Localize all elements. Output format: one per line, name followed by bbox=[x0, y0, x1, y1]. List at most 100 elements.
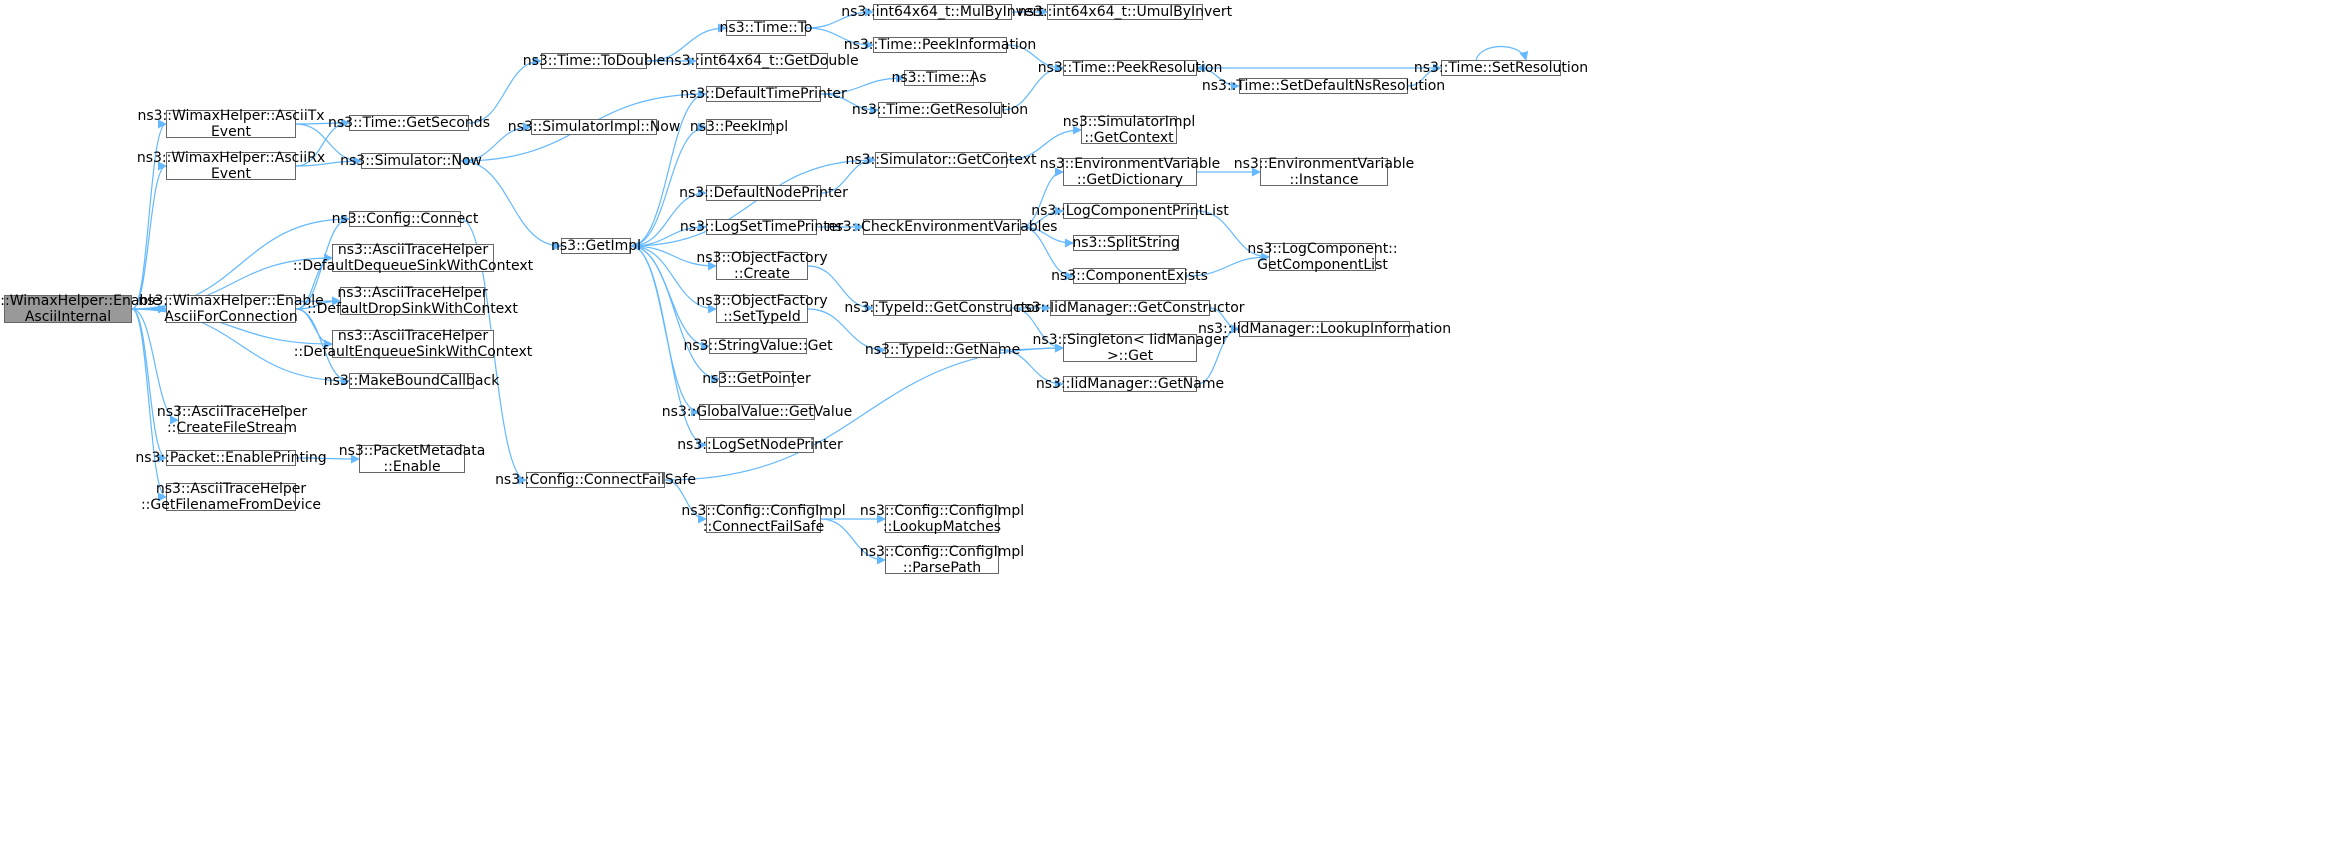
node-getPointer[interactable]: ns3::GetPointer bbox=[702, 371, 811, 387]
node-tidGetName[interactable]: ns3::TypeId::GetName bbox=[865, 342, 1020, 358]
node-getImpl[interactable]: ns3::GetImpl bbox=[551, 238, 641, 254]
edge-simGetContext-to-implGetContext bbox=[1006, 125, 1082, 161]
node-label: ns3::AsciiTraceHelper ::GetFilenameFromD… bbox=[140, 481, 322, 513]
node-label: ns3::LogComponentPrintList bbox=[1031, 203, 1229, 219]
node-logCompList[interactable]: ns3::LogComponent:: GetComponentList bbox=[1247, 241, 1397, 273]
node-compExists[interactable]: ns3::ComponentExists bbox=[1051, 268, 1208, 284]
node-label: ns3::Packet::EnablePrinting bbox=[135, 450, 327, 466]
node-asciiRx[interactable]: ns3::WimaxHelper::AsciiRx Event bbox=[137, 150, 325, 182]
node-singletonGet[interactable]: ns3::Singleton< IidManager >::Get bbox=[1033, 332, 1228, 364]
node-getResolution[interactable]: ns3::Time::GetResolution bbox=[852, 102, 1028, 118]
node-pmEnable[interactable]: ns3::PacketMetadata ::Enable bbox=[339, 443, 486, 475]
node-logSetNode[interactable]: ns3::LogSetNodePrinter bbox=[677, 437, 843, 453]
node-iidGetCtor[interactable]: ns3::IidManager::GetConstructor bbox=[1015, 300, 1245, 316]
node-setDefaultNs[interactable]: ns3::Time::SetDefaultNsResolution bbox=[1202, 78, 1445, 94]
node-enqueue[interactable]: ns3::AsciiTraceHelper ::DefaultEnqueueSi… bbox=[294, 328, 533, 360]
node-peekImpl[interactable]: ns3::PeekImpl bbox=[690, 119, 788, 135]
node-checkEnv[interactable]: ns3::CheckEnvironmentVariables bbox=[827, 219, 1057, 235]
node-label: ns3::SplitString bbox=[1072, 235, 1180, 251]
node-asciiTx[interactable]: ns3::WimaxHelper::AsciiTx Event bbox=[137, 108, 324, 140]
edge-asciiRx-to-simNow bbox=[295, 156, 362, 167]
node-cfgConnect[interactable]: ns3::Config::Connect bbox=[332, 211, 478, 227]
node-setResolution[interactable]: ns3::Time::SetResolution bbox=[1414, 60, 1588, 76]
node-label: ns3::Time::PeekInformation bbox=[843, 37, 1037, 53]
node-implGetContext[interactable]: ns3::SimulatorImpl ::GetContext bbox=[1063, 114, 1196, 146]
edge-getImpl-to-logSetNode bbox=[630, 245, 707, 450]
node-connectFailSafe[interactable]: ns3::Config::ConnectFailSafe bbox=[495, 472, 696, 488]
node-label: ns3::LogSetNodePrinter bbox=[677, 437, 843, 453]
edge-defTimePrinter-to-getResolution bbox=[820, 93, 879, 115]
node-label: ns3::LogComponent:: GetComponentList bbox=[1247, 241, 1398, 273]
node-label: ns3::EnvironmentVariable ::Instance bbox=[1233, 156, 1415, 188]
node-label: ns3::GetImpl bbox=[551, 238, 642, 254]
node-envGetDict[interactable]: ns3::EnvironmentVariable ::GetDictionary bbox=[1040, 156, 1221, 188]
edge-timeTo-to-mulByInvert bbox=[805, 7, 874, 29]
node-timeTo[interactable]: ns3::Time::To bbox=[720, 20, 812, 36]
edge-tidGetName-to-singletonGet bbox=[999, 343, 1064, 353]
edge-getImpl-to-ofCreate bbox=[630, 245, 717, 271]
edge-root-to-asciiRx bbox=[131, 161, 167, 310]
node-ofSetType[interactable]: ns3::ObjectFactory ::SetTypeId bbox=[696, 293, 827, 325]
node-label: ns3::Config::ConfigImpl ::ConnectFailSaf… bbox=[681, 503, 846, 535]
node-enableAscii[interactable]: ns3::WimaxHelper::Enable AsciiForConnect… bbox=[138, 293, 324, 325]
node-peekResolution[interactable]: ns3::Time::PeekResolution bbox=[1038, 60, 1222, 76]
node-defTimePrinter[interactable]: ns3::DefaultTimePrinter bbox=[680, 86, 847, 102]
node-drop[interactable]: ns3::AsciiTraceHelper ::DefaultDropSinkW… bbox=[307, 285, 518, 317]
node-makeBound[interactable]: ns3::MakeBoundCallback bbox=[324, 373, 499, 389]
edge-setResolution-to-setResolution bbox=[1475, 46, 1529, 61]
node-label: ns3::PeekImpl bbox=[689, 119, 789, 135]
node-label: ns3::WimaxHelper::Enable AsciiInternal bbox=[0, 293, 161, 325]
edge-simNow-to-getImpl bbox=[460, 160, 562, 251]
edge-getResolution-to-peekResolution bbox=[1001, 63, 1064, 111]
node-getDouble[interactable]: ns3::int64x64_t::GetDouble bbox=[665, 53, 859, 69]
node-toDouble[interactable]: ns3::Time::ToDouble bbox=[523, 53, 665, 69]
edge-checkEnv-to-splitString bbox=[1020, 226, 1074, 248]
node-ciConnectFS[interactable]: ns3::Config::ConfigImpl ::ConnectFailSaf… bbox=[681, 503, 845, 535]
node-label: ns3::StringValue::Get bbox=[683, 338, 833, 354]
node-label: ns3::IidManager::GetConstructor bbox=[1015, 300, 1245, 316]
node-defNodePrinter[interactable]: ns3::DefaultNodePrinter bbox=[679, 185, 848, 201]
node-simNow[interactable]: ns3::Simulator::Now bbox=[340, 153, 482, 169]
node-label: ns3::Time::GetSeconds bbox=[328, 115, 490, 131]
node-peekInfo[interactable]: ns3::Time::PeekInformation bbox=[844, 37, 1036, 53]
node-label: ns3::ComponentExists bbox=[1051, 268, 1208, 284]
node-simGetContext[interactable]: ns3::Simulator::GetContext bbox=[845, 152, 1037, 168]
node-lookupMatches[interactable]: ns3::Config::ConfigImpl ::LookupMatches bbox=[860, 503, 1024, 535]
node-enablePrinting[interactable]: ns3::Packet::EnablePrinting bbox=[135, 450, 327, 466]
node-timeAs[interactable]: ns3::Time::As bbox=[891, 70, 987, 86]
node-label: ns3::SimulatorImpl ::GetContext bbox=[1062, 114, 1196, 146]
node-ofCreate[interactable]: ns3::ObjectFactory ::Create bbox=[696, 250, 827, 282]
node-iidLookup[interactable]: ns3::IidManager::LookupInformation bbox=[1198, 321, 1451, 337]
edge-timeTo-to-peekInfo bbox=[805, 27, 874, 50]
node-createFile[interactable]: ns3::AsciiTraceHelper ::CreateFileStream bbox=[157, 404, 307, 436]
node-label: ns3::Time::SetDefaultNsResolution bbox=[1201, 78, 1446, 94]
node-iidGetName[interactable]: ns3::IidManager::GetName bbox=[1036, 376, 1224, 392]
node-umulByInvert[interactable]: ns3::int64x64_t::UmulByInvert bbox=[1018, 4, 1232, 20]
node-getFilename[interactable]: ns3::AsciiTraceHelper ::GetFilenameFromD… bbox=[141, 481, 321, 513]
node-root[interactable]: ns3::WimaxHelper::Enable AsciiInternal bbox=[0, 293, 161, 325]
edge-compExists-to-logCompList bbox=[1185, 252, 1270, 277]
node-parsePath[interactable]: ns3::Config::ConfigImpl ::ParsePath bbox=[860, 544, 1024, 576]
node-implNow[interactable]: ns3::SimulatorImpl::Now bbox=[508, 119, 680, 135]
edge-defNodePrinter-to-simGetContext bbox=[820, 155, 876, 194]
node-label: ns3::WimaxHelper::AsciiRx Event bbox=[136, 150, 326, 182]
node-envInstance[interactable]: ns3::EnvironmentVariable ::Instance bbox=[1234, 156, 1415, 188]
node-label: ns3::EnvironmentVariable ::GetDictionary bbox=[1039, 156, 1221, 188]
edge-getSeconds-to-toDouble bbox=[468, 56, 542, 124]
node-logSetTime[interactable]: ns3::LogSetTimePrinter bbox=[680, 219, 843, 235]
node-tidGetCtor[interactable]: ns3::TypeId::GetConstructor bbox=[844, 300, 1041, 316]
edge-asciiRx-to-getSeconds bbox=[295, 118, 350, 167]
node-label: ns3::Time::As bbox=[891, 70, 987, 86]
node-label: ns3::AsciiTraceHelper ::DefaultEnqueueSi… bbox=[293, 328, 533, 360]
node-splitString[interactable]: ns3::SplitString bbox=[1072, 235, 1180, 251]
node-mulByInvert[interactable]: ns3::int64x64_t::MulByInvert bbox=[841, 4, 1044, 20]
node-label: ns3::int64x64_t::UmulByInvert bbox=[1017, 4, 1233, 20]
node-stringGet[interactable]: ns3::StringValue::Get bbox=[683, 338, 833, 354]
node-label: ns3::Time::To bbox=[719, 20, 813, 36]
node-getSeconds[interactable]: ns3::Time::GetSeconds bbox=[328, 115, 490, 131]
node-logCompPrint[interactable]: ns3::LogComponentPrintList bbox=[1031, 203, 1229, 219]
node-gvGetValue[interactable]: ns3::GlobalValue::GetValue bbox=[662, 404, 852, 420]
edge-enableAscii-to-makeBound bbox=[295, 308, 350, 386]
node-dequeue[interactable]: ns3::AsciiTraceHelper ::DefaultDequeueSi… bbox=[293, 242, 533, 274]
